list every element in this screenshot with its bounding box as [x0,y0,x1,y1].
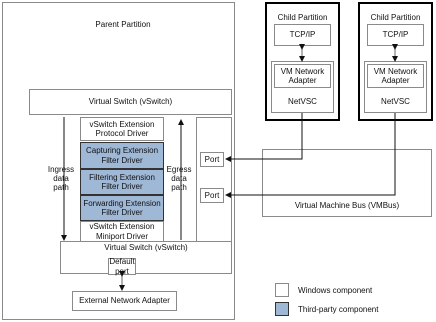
miniport-driver-label: vSwitch Extension Miniport Driver [89,222,155,241]
vswitch-top: Virtual Switch (vSwitch) [29,89,232,115]
legend-third-party-swatch [275,302,289,316]
protocol-driver: vSwitch Extension Protocol Driver [80,117,164,141]
ingress-label: Ingress data path [47,165,75,193]
legend-windows-swatch [275,283,289,297]
child-partition-2-title: Child Partition [370,13,421,22]
filtering-filter-label: Filtering Extension Filter Driver [89,172,155,191]
parent-partition-title: Parent Partition [95,20,151,29]
capturing-filter-label: Capturing Extension Filter Driver [85,146,159,165]
port-2-label: Port [204,190,220,200]
child-2-adapter: VM Network Adapter [367,64,424,88]
filtering-filter: Filtering Extension Filter Driver [80,169,164,195]
port-1-label: Port [204,154,220,164]
child-2-tcpip-label: TCP/IP [382,30,409,40]
forwarding-filter-label: Forwarding Extension Filter Driver [83,198,161,217]
external-adapter-label: External Network Adapter [79,296,170,306]
child-partition-1-title: Child Partition [277,13,328,22]
child-2-netvsc-label: NetVSC [381,97,410,106]
child-2-adapter-label: VM Network Adapter [373,66,418,85]
legend-third-party-label: Third-party component [298,305,379,314]
forwarding-filter: Forwarding Extension Filter Driver [80,195,164,221]
child-1-tcpip-label: TCP/IP [289,30,316,40]
vmbus-label: Virtual Machine Bus (VMBus) [294,200,400,210]
egress-label: Egress data path [166,165,192,193]
protocol-driver-label: vSwitch Extension Protocol Driver [89,119,155,138]
child-1-adapter-label: VM Network Adapter [280,66,325,85]
port-column [196,117,232,242]
child-1-to-port-1 [225,113,303,162]
vswitch-top-label: Virtual Switch (vSwitch) [88,97,173,107]
miniport-driver: vSwitch Extension Miniport Driver [80,221,164,242]
child-1-adapter: VM Network Adapter [274,64,331,88]
legend-windows-label: Windows component [298,286,373,295]
port-2: Port [200,188,224,203]
vswitch-bottom-label: Virtual Switch (vSwitch) [104,243,188,252]
child-2-to-port-2 [225,113,396,198]
external-adapter: External Network Adapter [72,291,177,311]
child-1-netvsc-label: NetVSC [288,97,317,106]
port-1: Port [200,152,224,167]
vmbus: Virtual Machine Bus (VMBus) [262,149,432,217]
capturing-filter: Capturing Extension Filter Driver [80,142,164,169]
